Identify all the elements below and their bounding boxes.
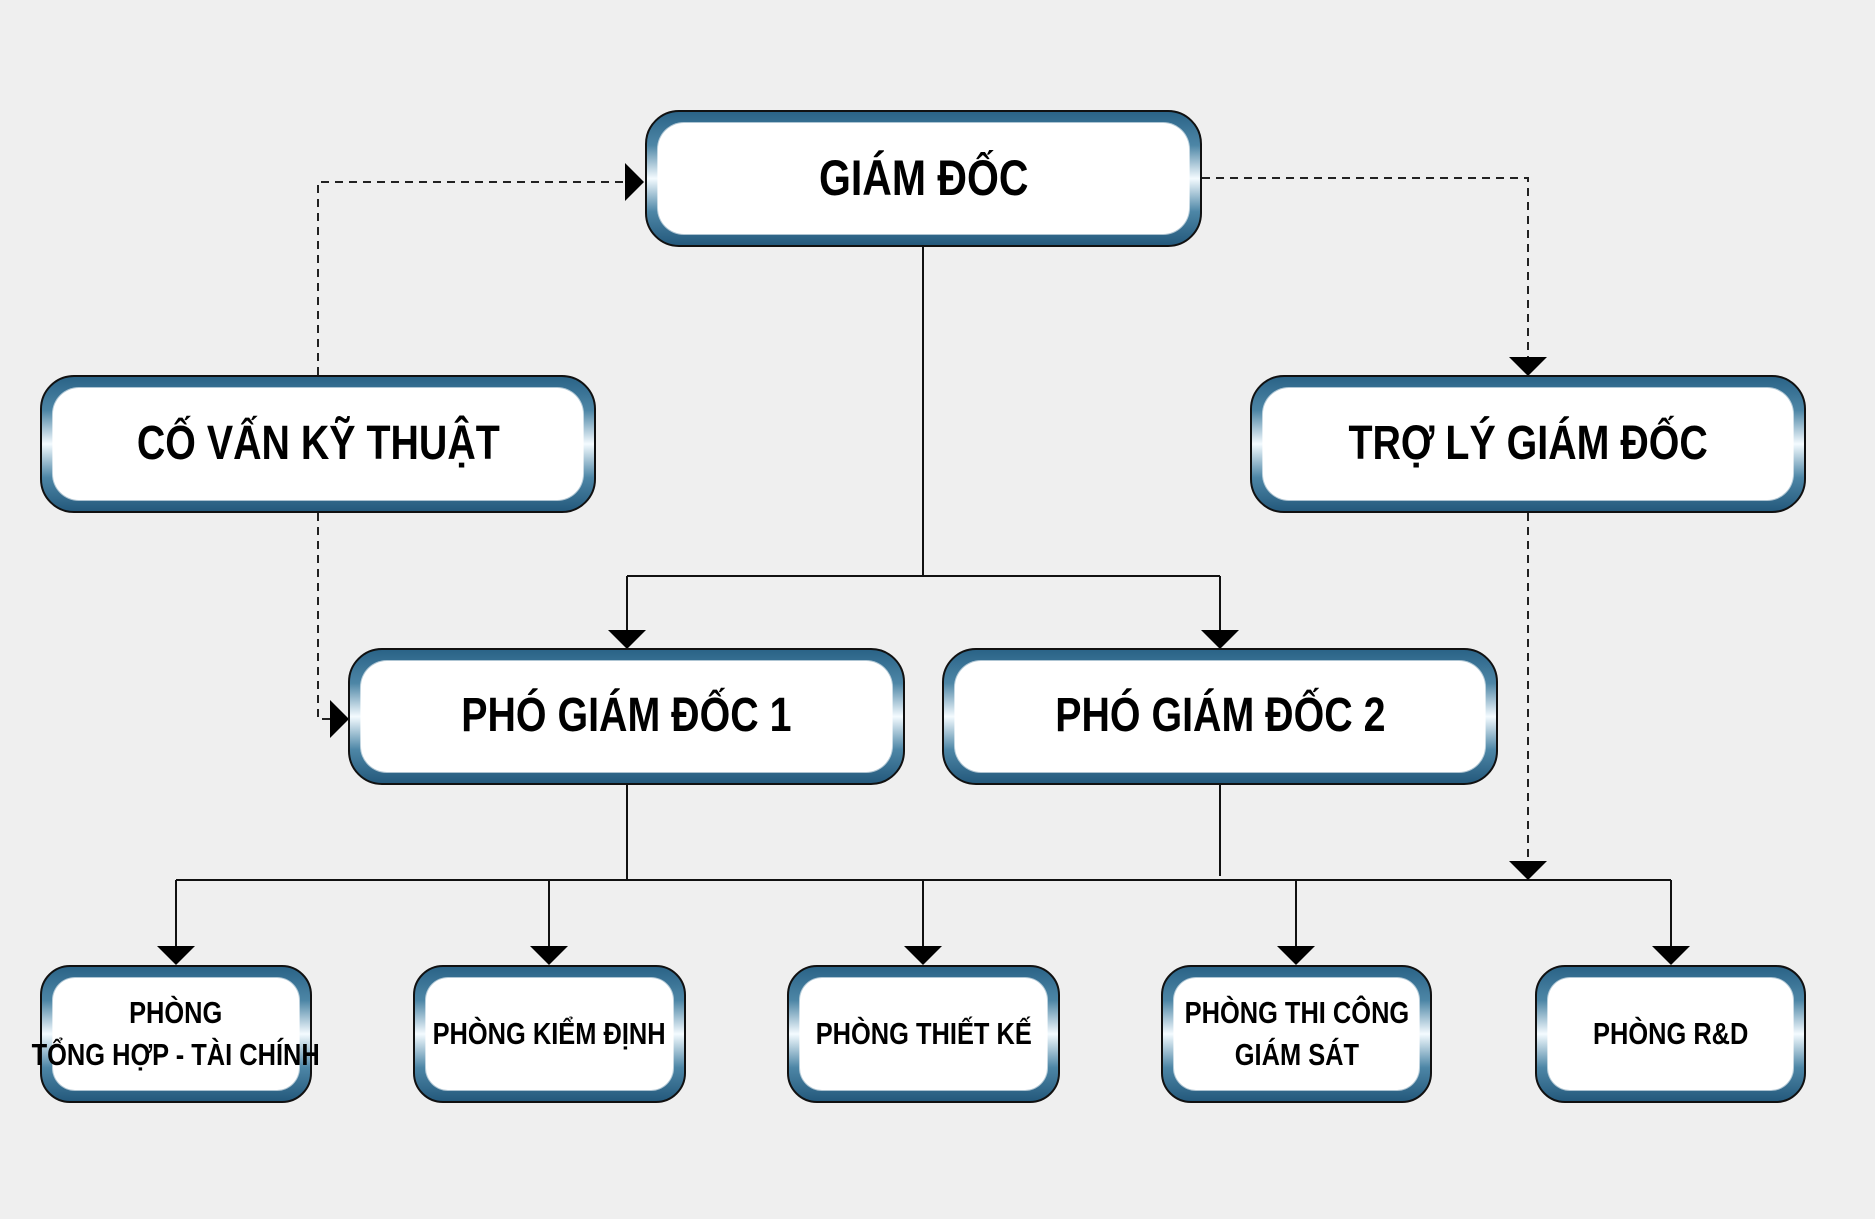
node-deputy-1: PHÓ GIÁM ĐỐC 1 [348,648,905,785]
edge-advisor-to-deputy-1 [317,513,330,720]
edge-director-to-assistant [1202,177,1529,358]
node-dept-rnd-body: PHÒNG R&D [1548,978,1793,1090]
node-dept-construction-body: PHÒNG THI CÔNG GIÁM SÁT [1174,978,1419,1090]
arrow-to-dept-5 [1652,946,1690,965]
node-deputy-1-label: PHÓ GIÁM ĐỐC 1 [461,689,792,743]
node-technical-advisor: CỐ VẤN KỸ THUẬT [40,375,596,513]
arrow-to-dept-1 [157,946,195,965]
arrow-to-deputy-1 [608,630,646,649]
node-director-assistant-body: TRỢ LÝ GIÁM ĐỐC [1263,388,1793,500]
node-deputy-2: PHÓ GIÁM ĐỐC 2 [942,648,1498,785]
label-line-1: PHÒNG [129,995,223,1031]
node-deputy-2-body: PHÓ GIÁM ĐỐC 2 [955,661,1485,772]
arrow-advisor-to-deputy-1 [330,700,349,738]
node-technical-advisor-body: CỐ VẤN KỸ THUẬT [53,388,583,500]
node-director-assistant-label: TRỢ LÝ GIÁM ĐỐC [1348,416,1708,470]
node-dept-design: PHÒNG THIẾT KẾ [787,965,1060,1103]
node-director-assistant: TRỢ LÝ GIÁM ĐỐC [1250,375,1806,513]
edge-advisor-to-director [317,181,626,375]
node-dept-inspection-body: PHÒNG KIỂM ĐỊNH [426,978,673,1090]
arrow-director-to-assistant [1509,357,1547,376]
node-dept-construction-label: PHÒNG THI CÔNG GIÁM SÁT [1184,992,1409,1076]
node-deputy-2-label: PHÓ GIÁM ĐỐC 2 [1054,689,1386,743]
node-director-body: GIÁM ĐỐC [658,123,1189,234]
arrow-assistant-to-departments [1509,861,1547,880]
node-dept-general-finance: PHÒNG TỔNG HỢP - TÀI CHÍNH [32,965,320,1103]
node-director: GIÁM ĐỐC [645,110,1202,247]
arrow-to-dept-3 [904,946,942,965]
arrow-to-dept-2 [530,946,568,965]
node-dept-rnd-label: PHÒNG R&D [1592,1016,1749,1052]
label-line-1: PHÒNG THI CÔNG [1184,995,1409,1031]
label-line-2: TỔNG HỢP - TÀI CHÍNH [31,1037,321,1072]
label-line-2: GIÁM SÁT [1234,1037,1359,1072]
node-dept-construction: PHÒNG THI CÔNG GIÁM SÁT [1161,965,1432,1103]
node-dept-rnd: PHÒNG R&D [1535,965,1806,1103]
node-dept-inspection-label: PHÒNG KIỂM ĐỊNH [432,1016,667,1052]
node-technical-advisor-label: CỐ VẤN KỸ THUẬT [136,416,500,470]
node-dept-inspection: PHÒNG KIỂM ĐỊNH [413,965,686,1103]
node-dept-design-label: PHÒNG THIẾT KẾ [815,1016,1032,1052]
node-dept-general-finance-label: PHÒNG TỔNG HỢP - TÀI CHÍNH [32,992,320,1076]
arrow-to-deputy-2 [1201,630,1239,649]
arrow-to-dept-4 [1277,946,1315,965]
arrow-advisor-to-director [625,163,644,201]
node-dept-general-finance-body: PHÒNG TỔNG HỢP - TÀI CHÍNH [32,978,320,1090]
node-deputy-1-body: PHÓ GIÁM ĐỐC 1 [361,661,892,772]
node-director-label: GIÁM ĐỐC [818,149,1029,206]
node-dept-design-body: PHÒNG THIẾT KẾ [800,978,1047,1090]
